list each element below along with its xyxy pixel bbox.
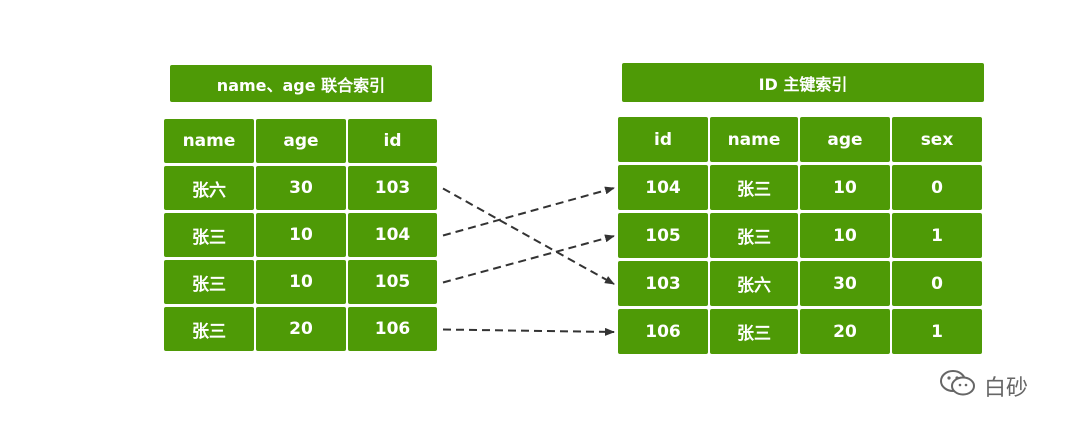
table-cell: 0: [892, 261, 982, 306]
table-cell: 张六: [710, 261, 798, 306]
table-cell: 30: [800, 261, 890, 306]
table-cell: 张三: [710, 309, 798, 354]
table-cell: 1: [892, 309, 982, 354]
table-cell: 0: [892, 165, 982, 210]
table-cell: 20: [256, 307, 346, 351]
table-cell: 张三: [164, 260, 254, 304]
table-cell: 10: [800, 165, 890, 210]
wechat-icon: [938, 368, 978, 404]
table-cell: 10: [256, 213, 346, 257]
header-cell: name: [164, 119, 254, 163]
table-cell: 104: [348, 213, 437, 257]
table-row: 张六 30 103: [164, 166, 439, 213]
pointer-arrow: [442, 187, 615, 285]
table-row: 张三 10 104: [164, 213, 439, 260]
watermark-text: 白砂: [984, 376, 1029, 401]
header-row: id name age sex: [618, 117, 984, 165]
table-cell: 张三: [710, 165, 798, 210]
table-cell: 30: [256, 166, 346, 210]
pointer-arrow: [442, 234, 615, 284]
right-index-title: ID 主键索引: [622, 63, 984, 102]
table-row: 张三 20 106: [164, 307, 439, 354]
table-row: 张三 10 105: [164, 260, 439, 307]
table-cell: 张六: [164, 166, 254, 210]
table-cell: 20: [800, 309, 890, 354]
left-index-title: name、age 联合索引: [170, 65, 432, 102]
table-row: 105 张三 10 1: [618, 213, 984, 261]
pointer-arrow: [442, 186, 615, 237]
table-cell: 10: [800, 213, 890, 258]
table-cell: 106: [618, 309, 708, 354]
table-cell: 103: [618, 261, 708, 306]
header-cell: id: [348, 119, 437, 163]
header-cell: id: [618, 117, 708, 162]
header-cell: name: [710, 117, 798, 162]
header-cell: sex: [892, 117, 982, 162]
table-cell: 张三: [164, 213, 254, 257]
watermark: 白砂: [938, 368, 1028, 404]
header-cell: age: [256, 119, 346, 163]
right-index-table: id name age sex 104 张三 10 0 105 张三 10 1 …: [618, 117, 984, 357]
table-row: 106 张三 20 1: [618, 309, 984, 357]
table-cell: 张三: [164, 307, 254, 351]
table-cell: 105: [618, 213, 708, 258]
header-row: name age id: [164, 119, 439, 166]
table-cell: 103: [348, 166, 437, 210]
table-cell: 10: [256, 260, 346, 304]
table-cell: 1: [892, 213, 982, 258]
left-index-table: name age id 张六 30 103 张三 10 104 张三 10 10…: [164, 119, 439, 354]
table-row: 103 张六 30 0: [618, 261, 984, 309]
pointer-arrow: [442, 327, 615, 336]
header-cell: age: [800, 117, 890, 162]
table-cell: 106: [348, 307, 437, 351]
table-cell: 104: [618, 165, 708, 210]
table-cell: 张三: [710, 213, 798, 258]
table-row: 104 张三 10 0: [618, 165, 984, 213]
table-cell: 105: [348, 260, 437, 304]
